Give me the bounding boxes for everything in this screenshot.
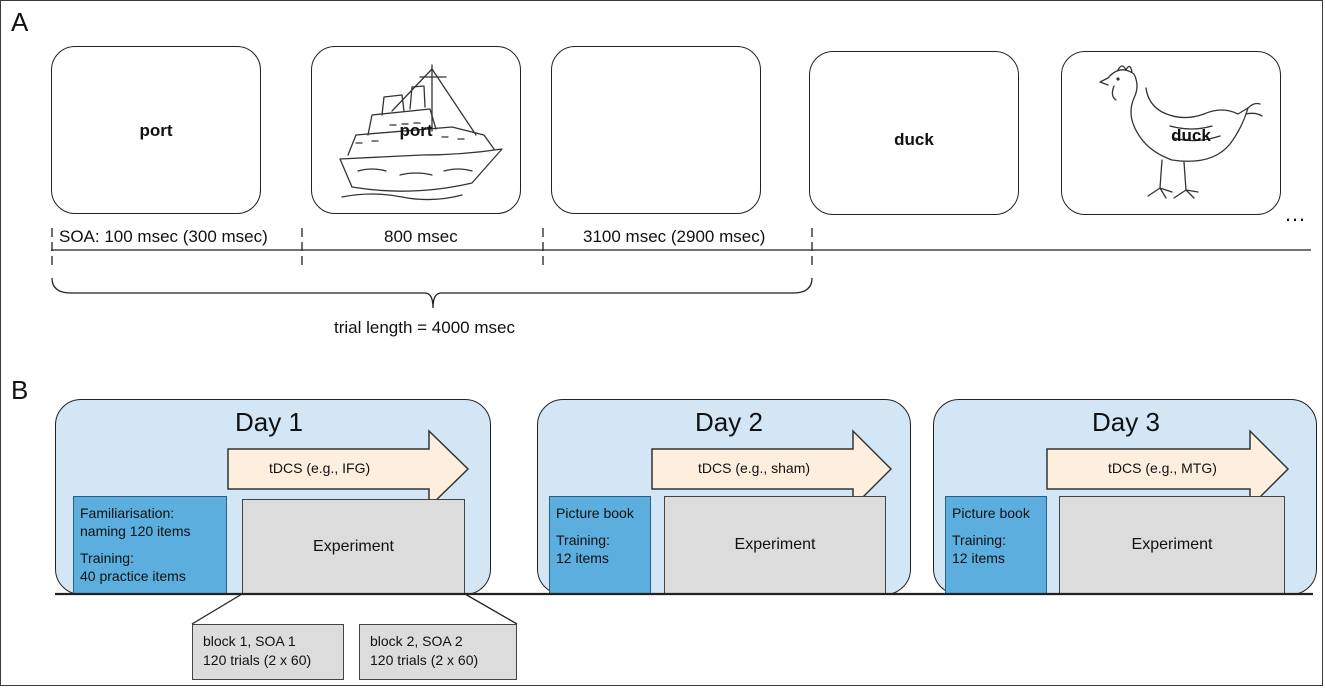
block-connector <box>464 593 518 625</box>
tdcs-arrow-day-2 <box>651 429 893 509</box>
prep-line: 12 items <box>952 550 1005 566</box>
block-2-trials: 120 trials (2 x 60) <box>370 652 479 668</box>
trial-length-label: trial length = 4000 msec <box>334 318 515 337</box>
stimulus-screen-3 <box>551 46 761 214</box>
stimulus-screen-5: duck <box>1061 51 1281 215</box>
block-1-box: block 1, SOA 1 120 trials (2 x 60) <box>192 624 344 680</box>
experiment-label: Experiment <box>734 536 816 553</box>
stimulus-screen-4: duck <box>809 51 1019 215</box>
block-1-title: block 1, SOA 1 <box>203 633 296 649</box>
tdcs-arrow-day-3 <box>1046 429 1290 509</box>
stimulus-screen-1: port <box>51 46 261 214</box>
prep-line: Picture book <box>556 505 634 521</box>
stimulus-screen-2: port <box>311 46 521 214</box>
day-2-title: Day 2 <box>695 407 763 437</box>
prep-line: Training: <box>556 532 610 548</box>
experiment-box-day-1: Experiment <box>242 499 465 594</box>
tdcs-arrow-day-1 <box>227 429 470 509</box>
prep-line: Training: <box>952 532 1006 548</box>
ellipsis: … <box>1284 201 1307 226</box>
prep-line: 40 practice items <box>80 568 186 584</box>
panel-a-label: A <box>11 7 29 37</box>
timeline-label-picture: 800 msec <box>384 227 458 246</box>
day-3-title: Day 3 <box>1092 407 1160 437</box>
stimulus-word: duck <box>1171 126 1211 145</box>
stimulus-word: duck <box>894 130 934 149</box>
block-2-title: block 2, SOA 2 <box>370 633 463 649</box>
panel-b-label: B <box>11 375 29 405</box>
prep-line: Training: <box>80 550 134 566</box>
tdcs-label-day-2: tDCS (e.g., sham) <box>698 460 811 476</box>
experiment-box-day-3: Experiment <box>1059 496 1285 594</box>
tdcs-label-day-1: tDCS (e.g., IFG) <box>269 460 371 476</box>
prep-line: Familiarisation: <box>80 505 175 521</box>
picture-book-training-box-day-2: Picture book Training: 12 items <box>549 496 651 594</box>
experiment-label: Experiment <box>313 537 394 555</box>
block-2-box: block 2, SOA 2 120 trials (2 x 60) <box>359 624 517 680</box>
prep-line: Picture book <box>952 505 1030 521</box>
experiment-label: Experiment <box>1131 536 1213 553</box>
block-connector <box>191 593 243 625</box>
trial-brace <box>51 277 813 309</box>
experiment-box-day-2: Experiment <box>664 496 886 594</box>
block-1-trials: 120 trials (2 x 60) <box>203 652 312 668</box>
stimulus-word: port <box>399 121 433 140</box>
timeline-label-soa: SOA: 100 msec (300 msec) <box>59 227 268 246</box>
tdcs-label-day-3: tDCS (e.g., MTG) <box>1108 460 1217 476</box>
ship-icon <box>339 64 503 201</box>
picture-book-training-box-day-3: Picture book Training: 12 items <box>945 496 1047 594</box>
stimulus-word: port <box>139 121 173 140</box>
prep-line: 12 items <box>556 550 609 566</box>
chicken-icon <box>1099 65 1263 199</box>
timeline-label-blank: 3100 msec (2900 msec) <box>583 227 766 246</box>
familiarisation-training-box: Familiarisation: naming 120 items Traini… <box>73 496 227 594</box>
day-1-title: Day 1 <box>235 407 303 437</box>
prep-line: naming 120 items <box>80 523 191 539</box>
